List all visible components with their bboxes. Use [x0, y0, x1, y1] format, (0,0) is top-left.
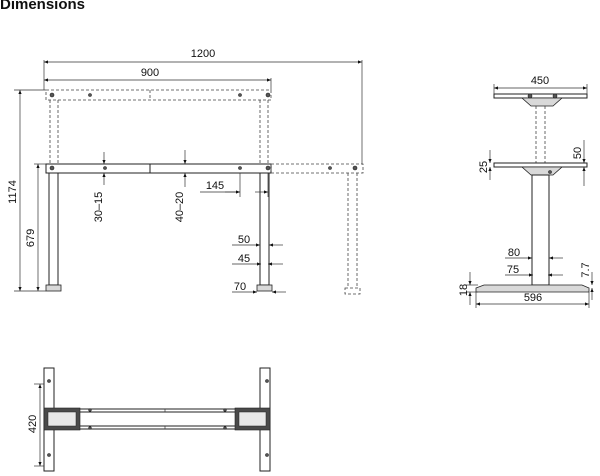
dim-145: 145 [206, 180, 224, 192]
dim-679: 679 [25, 229, 37, 247]
dim-450: 450 [531, 75, 549, 87]
side-column [531, 174, 550, 286]
lowered-frame [45, 163, 272, 174]
side-foot [475, 284, 590, 293]
dim-45: 45 [238, 253, 250, 265]
dim-1200: 1200 [191, 48, 215, 60]
dim-900: 900 [141, 67, 159, 79]
side-raised-top [493, 93, 588, 99]
dim-80: 80 [508, 247, 520, 259]
raised-frame-outline [45, 89, 272, 101]
dim-18: 18 [458, 284, 470, 296]
dim-side-50: 50 [572, 147, 584, 159]
left-foot [45, 284, 62, 292]
dim-70: 70 [234, 281, 246, 293]
dim-1174: 1174 [7, 180, 19, 204]
dim-75: 75 [507, 264, 519, 276]
front-view: 1200 900 1174 679 30–15 40–20 145 50 [7, 48, 364, 295]
left-leg [48, 172, 59, 286]
dim-50: 50 [238, 234, 250, 246]
dim-30-15: 30–15 [93, 192, 105, 223]
dim-7-7: 7.7 [580, 262, 592, 277]
page-title: Dimensions [0, 0, 86, 13]
right-foot [256, 284, 273, 292]
dim-40-20: 40–20 [174, 192, 186, 223]
dim-420: 420 [27, 415, 39, 433]
top-view: 420 [27, 367, 271, 472]
side-view: 450 25 50 80 75 7.7 18 596 [458, 75, 594, 308]
dim-596: 596 [524, 292, 542, 304]
dim-25: 25 [478, 161, 490, 173]
